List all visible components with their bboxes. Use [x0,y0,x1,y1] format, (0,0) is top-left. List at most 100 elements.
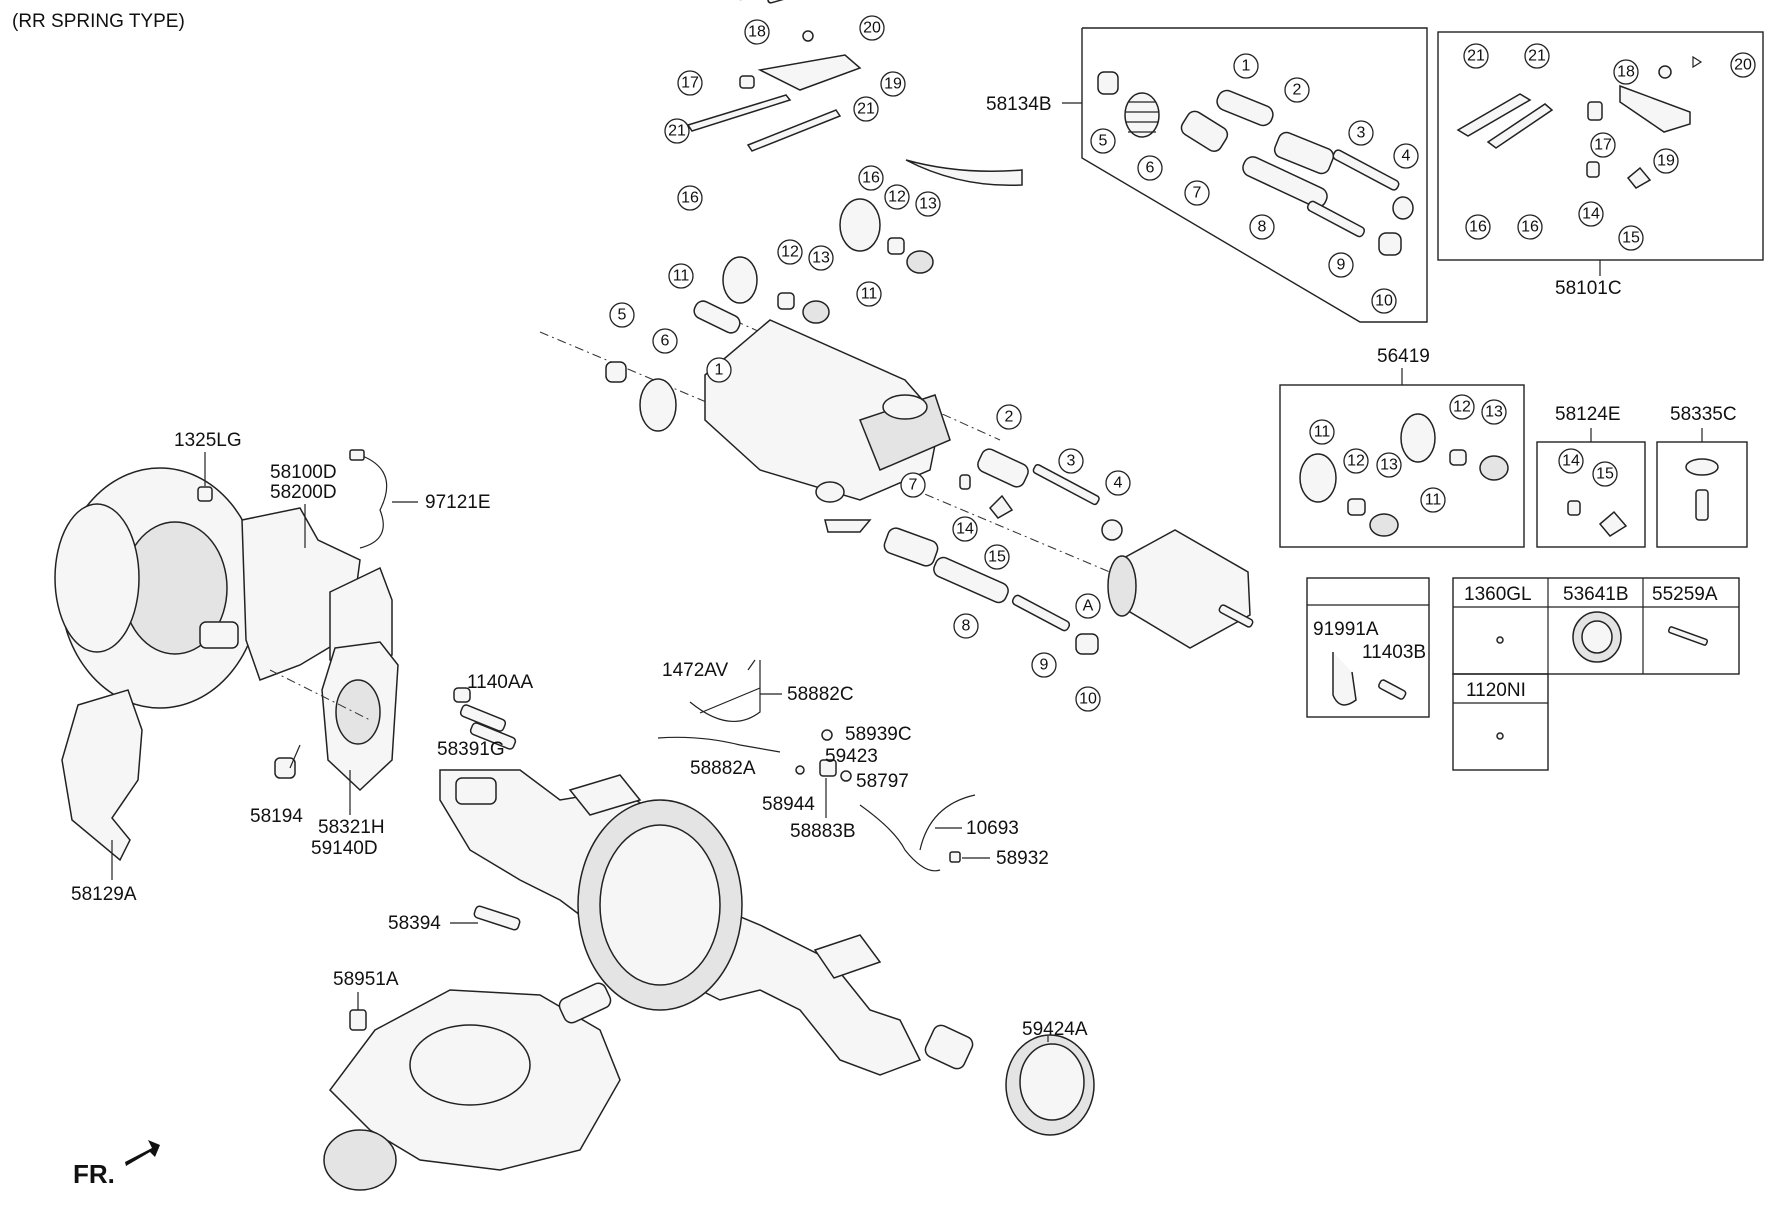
pipe-58882A [657,736,781,753]
cap-10-main [1075,633,1099,655]
hub-assembly [54,449,517,862]
guide-pin-1 [1216,89,1274,127]
fitting-59423 [840,770,852,782]
part-label-58100D[interactable]: 58100D [270,462,337,483]
callout-21-kit-a-text: 21 [1467,48,1485,65]
part-label-58124E[interactable]: 58124E [1555,404,1621,425]
part-label-11403B[interactable]: 11403B [1362,642,1426,663]
part-label-1325LG[interactable]: 1325LG [174,430,242,451]
part-label-58939C[interactable]: 58939C [845,724,912,745]
fitting-58932 [949,851,961,863]
part-label-1360GL[interactable]: 1360GL [1464,584,1532,605]
part-label-58335C[interactable]: 58335C [1670,404,1737,425]
part-label-58394[interactable]: 58394 [388,913,441,934]
callout-12-main-a [884,184,910,210]
callout-16-main-b-text: 16 [862,170,880,187]
part-label-58797[interactable]: 58797 [856,771,909,792]
pin-14-main [959,474,971,490]
part-label-53641B[interactable]: 53641B [1563,584,1629,605]
differential-carrier [323,982,1095,1191]
seal-53641B-inner [1581,620,1613,654]
part-label-1140AA[interactable]: 1140AA [467,672,534,693]
part-label-58882C[interactable]: 58882C [787,684,854,705]
callout-4-kit [1393,143,1419,169]
callout-2-kit-text: 2 [1293,82,1302,99]
part-label-10693[interactable]: 10693 [966,818,1019,839]
carrier-58129A [61,689,143,862]
kit-58134B-box: 58134B [986,27,1428,323]
part-label-58391G[interactable]: 58391G [437,739,505,760]
part-label-59423[interactable]: 59423 [825,746,878,767]
part-label-1120NI[interactable]: 1120NI [1466,680,1526,701]
part-label-58882A[interactable]: 58882A [690,758,756,779]
differential-flange [323,1129,397,1191]
callout-10-main-text: 10 [1079,691,1097,708]
boot-11b [1400,413,1436,463]
part-label-97121E[interactable]: 97121E [425,492,491,513]
axle-housing-bowl-inner [599,824,721,986]
callout-1-main [706,357,732,383]
hose-58882C [689,660,761,723]
diagram-title: (RR SPRING TYPE) [12,11,185,32]
callout-11-56419-b-text: 11 [1425,492,1442,509]
callout-12-56419-b-text: 12 [1453,399,1471,416]
callout-13-main-b-text: 13 [812,250,830,267]
callout-5-main [609,302,635,328]
callout-19-kit [1653,148,1679,174]
part-label-58194[interactable]: 58194 [250,806,303,827]
callout-13-main-b [808,245,834,271]
axle-tube-right [924,1024,974,1070]
callout-18-main [744,19,770,45]
callout-19-main-text: 19 [884,76,902,93]
callout-15-main [984,544,1010,570]
part-label-58129A[interactable]: 58129A [71,884,137,905]
part-label-58321H[interactable]: 58321H [318,817,385,838]
part-label-58101C[interactable]: 58101C [1555,278,1622,299]
cap-15 [1626,166,1652,189]
part-label-58200D[interactable]: 58200D [270,482,337,503]
cap-10 [1378,232,1402,256]
spring-plate-21a [1456,93,1532,137]
retainer-19 [1619,84,1691,133]
callout-14-58124E [1558,448,1584,474]
part-label-58944[interactable]: 58944 [762,794,815,815]
kit-58124E-box: 58124E [1536,404,1646,548]
callout-13-main-a-text: 13 [919,196,937,213]
callout-18-kit [1613,59,1639,85]
cap-4-main [1101,519,1123,541]
callout-13-56419-b [1481,399,1507,425]
brake-chamber-flange [1107,555,1137,617]
bushing-5 [1097,71,1119,95]
callout-16-main-b [858,165,884,191]
callout-9-kit-text: 9 [1337,257,1346,274]
bolt-3 [1332,149,1400,191]
callout-16-kit-a-text: 16 [1469,219,1487,236]
boot-11a [1299,453,1337,503]
callout-20-main [859,15,885,41]
boot-6 [1124,92,1160,138]
callout-10-kit [1371,288,1397,314]
part-label-58932[interactable]: 58932 [996,848,1049,869]
callout-2-kit [1284,77,1310,103]
part-label-1472AV[interactable]: 1472AV [662,660,729,681]
part-label-58951A[interactable]: 58951A [333,969,399,990]
callout-7-main [900,472,926,498]
nut-1360GL [1496,636,1504,644]
part-label-59140D[interactable]: 59140D [311,838,378,859]
callout-15-kit-text: 15 [1622,230,1640,247]
chamber-stud [1218,604,1254,628]
part-label-56419[interactable]: 56419 [1377,346,1430,367]
callout-7-kit-text: 7 [1193,185,1202,202]
part-label-91991A[interactable]: 91991A [1313,619,1379,640]
part-label-58883B[interactable]: 58883B [790,821,856,842]
part-label-58134B[interactable]: 58134B [986,94,1052,115]
guide-pin-8-main [933,556,1009,604]
caliper-eye [815,481,845,503]
callout-3-kit [1348,120,1374,146]
seal-12-main-a [887,237,905,255]
part-label-55259A[interactable]: 55259A [1652,584,1718,605]
callout-16-kit-a [1465,214,1491,240]
bushing-2 [1273,131,1335,175]
part-label-59424A[interactable]: 59424A [1022,1019,1088,1040]
callout-8-main [953,613,979,639]
